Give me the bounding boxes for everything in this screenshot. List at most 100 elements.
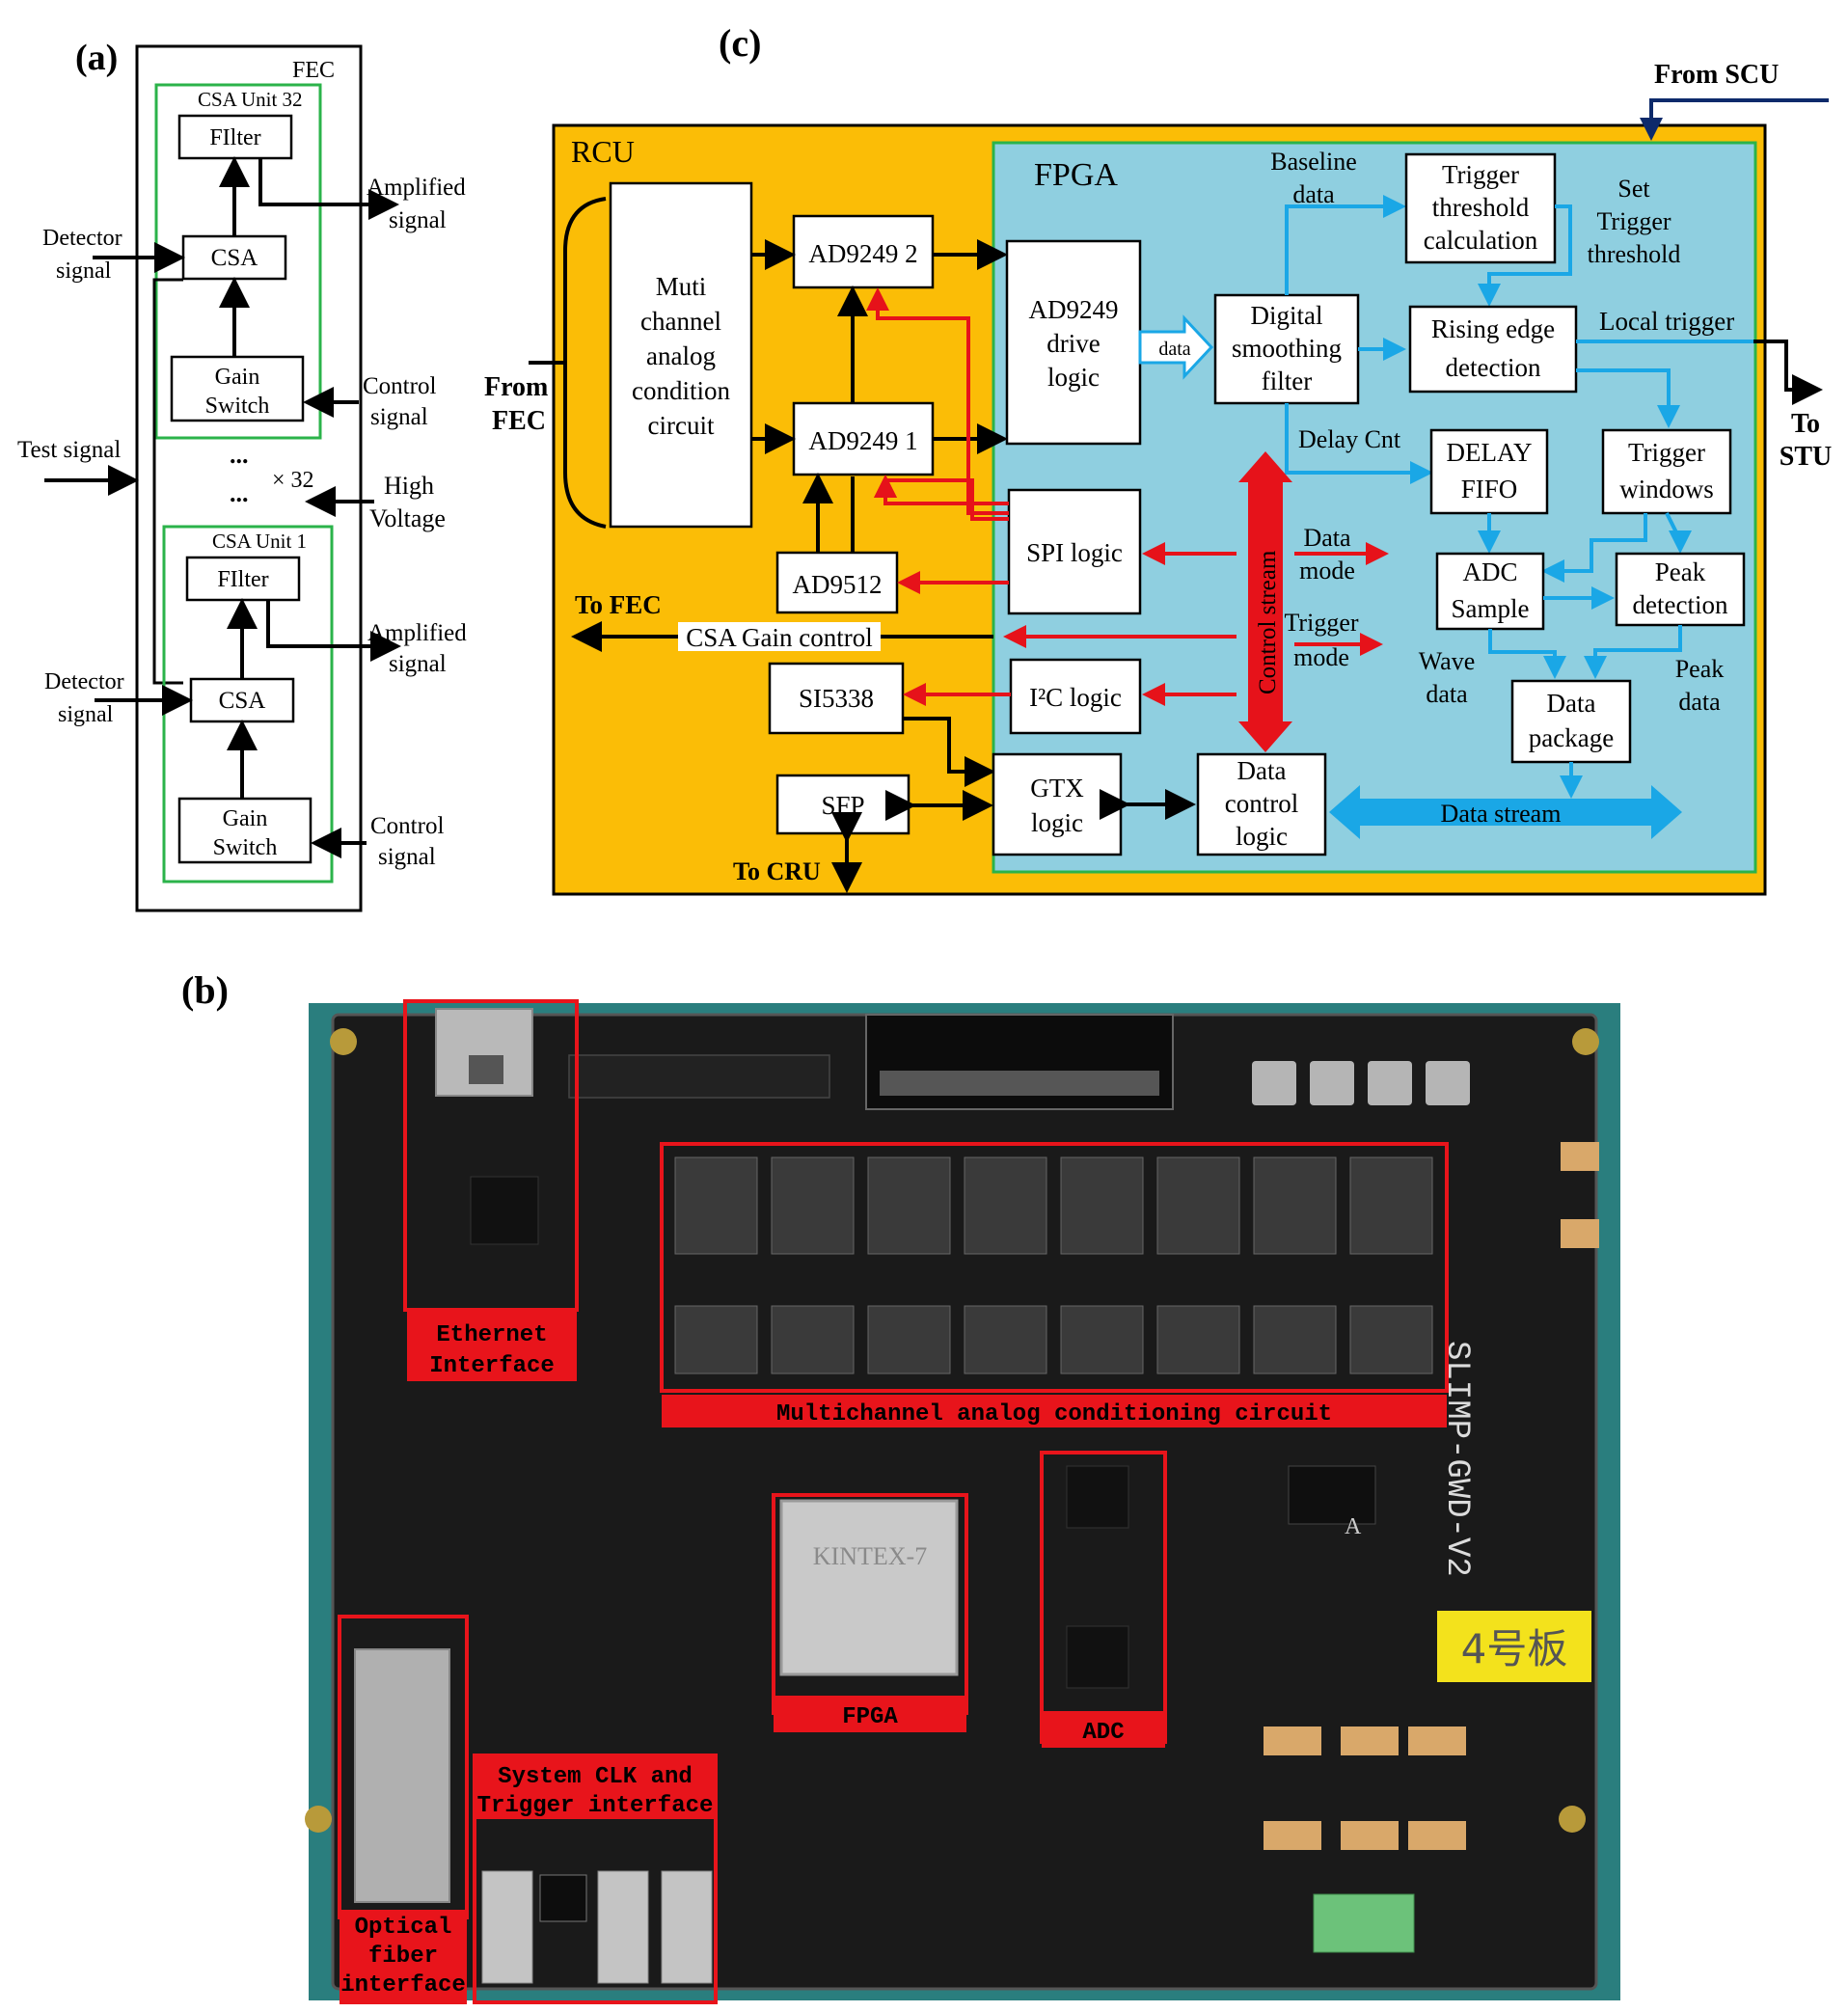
trigger-calc-1: threshold bbox=[1432, 193, 1530, 222]
panel-a: (a) FEC CSA Unit 32 FIlter CSA Gain Swit… bbox=[17, 38, 467, 912]
sysclk-label-bg bbox=[475, 1755, 716, 1819]
si5338-to-gtx bbox=[903, 717, 995, 787]
trigger-mode-0: Trigger bbox=[1284, 609, 1358, 637]
from-fec-label: FEC bbox=[492, 406, 546, 436]
control-stream-label: Control stream bbox=[1255, 550, 1281, 694]
csa-gain-label: CSA Gain control bbox=[686, 623, 873, 652]
csa-text-32: CSA bbox=[211, 245, 258, 271]
spi-logic-box bbox=[1007, 488, 1142, 615]
rising-edge-box bbox=[1408, 305, 1578, 394]
multichannel-box bbox=[660, 1142, 1449, 1393]
chip-marking: KINTEX-7 bbox=[813, 1542, 927, 1570]
trigger-calc-2: calculation bbox=[1424, 226, 1538, 255]
peak-detection-box bbox=[1615, 552, 1746, 627]
control-label-32: Control bbox=[363, 373, 436, 399]
amplified-label-1: Amplified bbox=[367, 620, 467, 646]
data-package-1: package bbox=[1529, 723, 1614, 752]
windows-to-peak-arrow bbox=[1665, 512, 1692, 554]
test-signal-label: Test signal bbox=[17, 437, 121, 463]
panel-a-label: (a) bbox=[75, 38, 118, 78]
data-hollow-arrow bbox=[1138, 314, 1214, 380]
control-label-1: Control bbox=[370, 813, 444, 839]
digital-1: smoothing bbox=[1232, 334, 1342, 363]
stu-label: STU bbox=[1780, 442, 1832, 472]
trigger-windows-1: windows bbox=[1619, 475, 1714, 503]
connector-pins bbox=[880, 1071, 1159, 1096]
set-trigger-0: Set bbox=[1617, 175, 1650, 203]
dcl-2: logic bbox=[1236, 822, 1288, 851]
drive-logic-box bbox=[1005, 239, 1142, 446]
standoff-br bbox=[1559, 1806, 1586, 1833]
multichannel-label-bg bbox=[662, 1395, 1447, 1427]
si5338-box bbox=[768, 662, 905, 735]
peak-data-0: Peak bbox=[1675, 655, 1725, 683]
adc-chip-1 bbox=[1066, 1465, 1129, 1529]
voltage-label: Voltage bbox=[369, 504, 446, 532]
detector-signal-label-1: signal bbox=[58, 702, 114, 727]
detector-label-32: Detector bbox=[42, 226, 122, 251]
filter-text-1: FIlter bbox=[217, 567, 268, 592]
muti-3: condition bbox=[632, 376, 730, 405]
data-control-logic-box bbox=[1196, 752, 1327, 856]
dcl-0: Data bbox=[1237, 756, 1287, 785]
detector-signal-label-32: signal bbox=[56, 258, 112, 284]
sfp-cage bbox=[354, 1648, 450, 1903]
times32-label: × 32 bbox=[272, 468, 314, 493]
peak-detection-0: Peak bbox=[1655, 557, 1706, 586]
lemo-connector bbox=[539, 1874, 587, 1922]
switch-text-1: Switch bbox=[213, 835, 278, 860]
panel-c: (c) RCU FPGA From SCU From FEC Muti chan… bbox=[484, 21, 1832, 896]
adc-to-package-arrow bbox=[1488, 629, 1566, 679]
muti-1: channel bbox=[640, 307, 721, 336]
amplified-label-32: Amplified bbox=[367, 175, 466, 201]
test-pads bbox=[1252, 1061, 1470, 1105]
muti-0: Muti bbox=[656, 272, 707, 301]
drive-0: AD9249 bbox=[1029, 295, 1119, 324]
switch-text-32: Switch bbox=[205, 394, 270, 419]
control-stream-arrow bbox=[1238, 451, 1292, 752]
to-cru-label: To CRU bbox=[733, 857, 821, 885]
data-stream-arrow bbox=[1329, 785, 1682, 839]
multichannel-label: Multichannel analog conditioning circuit bbox=[776, 1401, 1332, 1427]
sysclk-label-0: System CLK and bbox=[498, 1764, 693, 1790]
dcl-1: control bbox=[1225, 789, 1298, 818]
muti-channel-box bbox=[609, 181, 753, 529]
dots-1: ... bbox=[230, 441, 249, 469]
trigger-windows-0: Trigger bbox=[1628, 438, 1705, 467]
from-label: From bbox=[484, 372, 548, 402]
delay-fifo-1: FIFO bbox=[1461, 475, 1518, 503]
set-trigger-2: threshold bbox=[1588, 240, 1681, 268]
data-small-label: data bbox=[1158, 339, 1190, 360]
dots-2: ... bbox=[230, 479, 249, 507]
set-trigger-1: Trigger bbox=[1596, 207, 1671, 235]
to-fec-label: To FEC bbox=[575, 590, 662, 619]
unit-1-label: CSA Unit 1 bbox=[212, 530, 307, 553]
ethernet-phy-chip bbox=[470, 1176, 539, 1245]
high-label: High bbox=[384, 472, 434, 500]
data-stream-label: Data stream bbox=[1441, 800, 1562, 828]
data-package-0: Data bbox=[1547, 689, 1596, 718]
trigger-mode-1: mode bbox=[1293, 643, 1349, 671]
muti-4: circuit bbox=[648, 411, 715, 440]
ethernet-label-1: Interface bbox=[429, 1353, 555, 1379]
pin-header bbox=[568, 1054, 830, 1099]
adc-photo-label-bg bbox=[1042, 1711, 1165, 1748]
baseline-1: data bbox=[1292, 180, 1335, 208]
ethernet-label-0: Ethernet bbox=[436, 1322, 547, 1348]
sma-3 bbox=[661, 1870, 713, 1984]
control-signal-label-1: signal bbox=[378, 844, 436, 870]
standoff-bl bbox=[305, 1806, 332, 1833]
ad9249-1-text: AD9249 1 bbox=[808, 426, 917, 455]
spi-to-ad2-arrow bbox=[866, 287, 1009, 515]
delay-fifo-0: DELAY bbox=[1446, 438, 1532, 467]
digital-0: Digital bbox=[1251, 301, 1323, 330]
trigger-calc-0: Trigger bbox=[1442, 160, 1519, 189]
test-signal-bus bbox=[152, 278, 183, 685]
baseline-0: Baseline bbox=[1270, 148, 1357, 176]
gtx-1: logic bbox=[1031, 808, 1083, 837]
fpga-photo-label: FPGA bbox=[842, 1704, 898, 1730]
standoff-tr bbox=[1572, 1028, 1599, 1055]
ethernet-label-bg bbox=[407, 1312, 577, 1381]
to-trigger-windows-arrow bbox=[1576, 368, 1680, 428]
